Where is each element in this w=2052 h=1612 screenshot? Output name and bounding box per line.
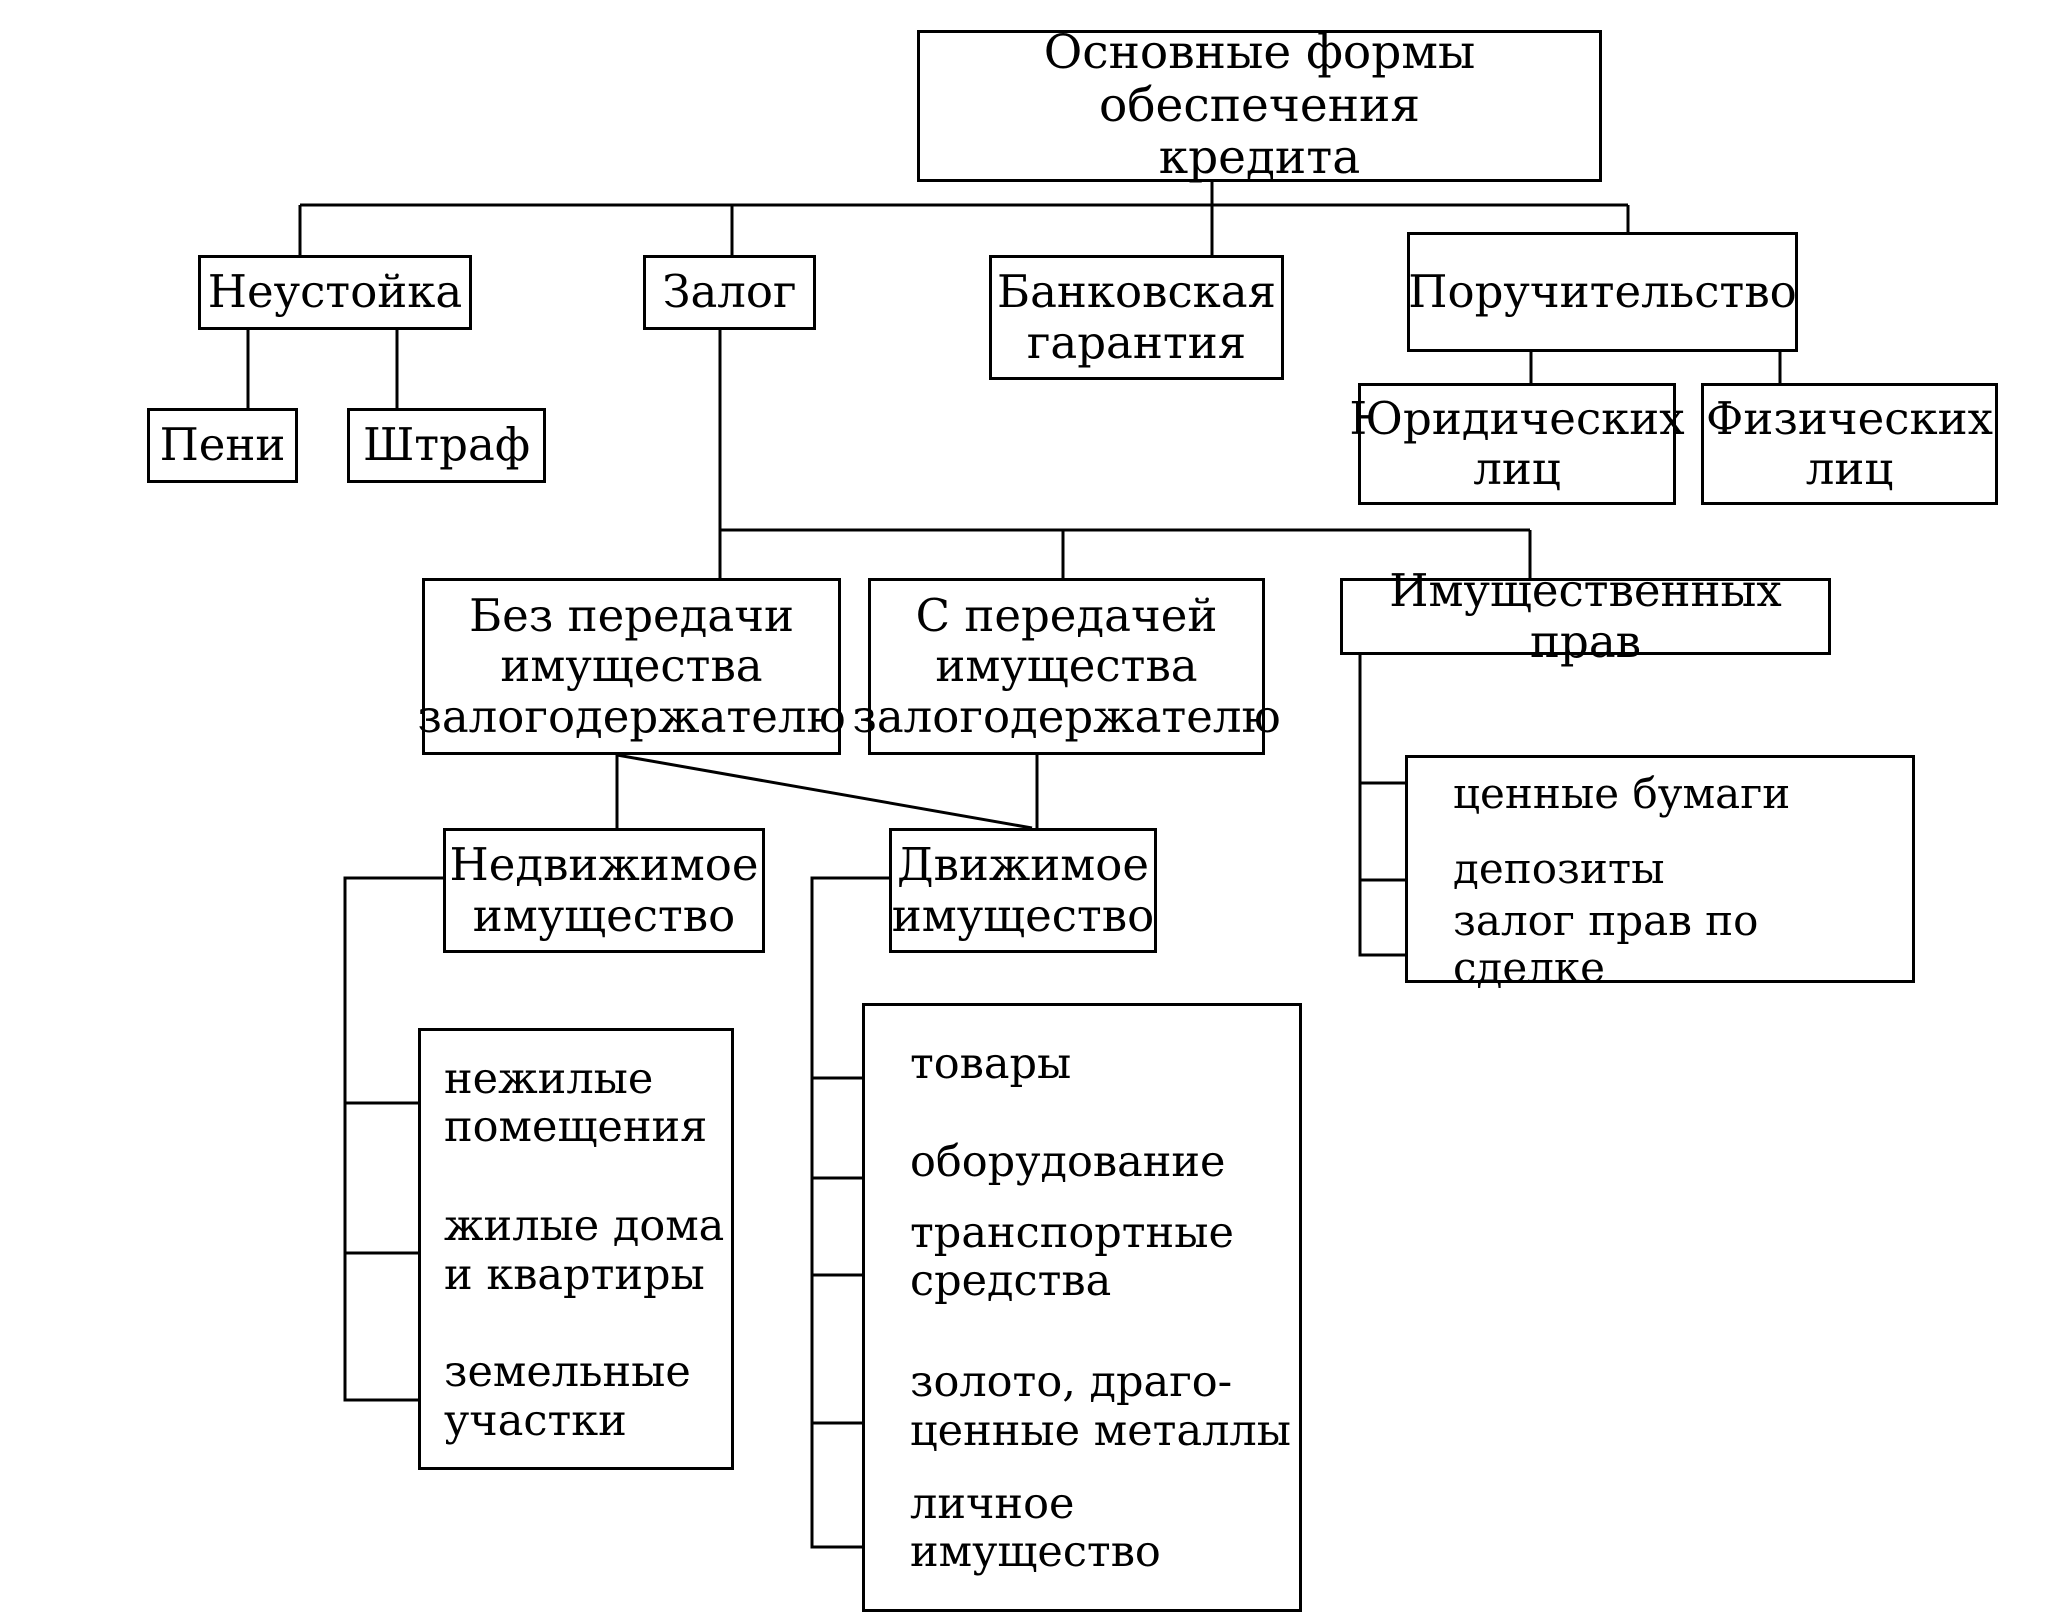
real-estate-list	[418, 1028, 734, 1470]
penalty-fee-node: Пени	[147, 408, 298, 483]
list-item-residential: жилые дома и квартиры	[444, 1201, 725, 1300]
real-estate-node: Недвижимое имущество	[443, 828, 765, 953]
list-item-equipment: оборудование	[910, 1136, 1226, 1187]
movables-list	[862, 1003, 1302, 1612]
legal-entities-node: Юридических лиц	[1349, 383, 1685, 505]
list-item-deposits: депозиты	[1453, 844, 1665, 894]
individuals-node: Физических лиц	[1701, 383, 1998, 505]
list-item-securities: ценные бумаги	[1453, 769, 1791, 819]
fine-node: Штраф	[347, 408, 546, 483]
property-rights-list	[1405, 755, 1915, 983]
property-rights-node: Имущественных прав	[1340, 565, 1831, 666]
without-transfer-node: Без передачи имущества залогодержателю	[417, 578, 846, 755]
with-transfer-node: С передачей имущества залогодержателю	[852, 578, 1281, 755]
pledge-node: Залог	[643, 255, 816, 330]
list-item-land: земельные участки	[444, 1347, 691, 1446]
list-item-personal-property: личное имущество	[910, 1479, 1161, 1578]
penalty-node: Неустойка	[198, 255, 472, 330]
movables-node: Движимое имущество	[889, 828, 1157, 953]
list-item-transaction-rights: залог прав по сделке	[1453, 895, 1759, 992]
list-item-nonresidential: нежилые помещения	[444, 1053, 708, 1152]
list-item-goods: товары	[910, 1039, 1072, 1090]
bank-guarantee-node: Банковская гарантия	[989, 255, 1284, 380]
list-item-precious-metals: золото, драго- ценные металлы	[910, 1357, 1291, 1456]
list-item-vehicles: транспортные средства	[910, 1208, 1234, 1307]
root-node: Основные формы обеспечения кредита	[917, 26, 1602, 184]
suretyship-node: Поручительство	[1407, 232, 1798, 352]
